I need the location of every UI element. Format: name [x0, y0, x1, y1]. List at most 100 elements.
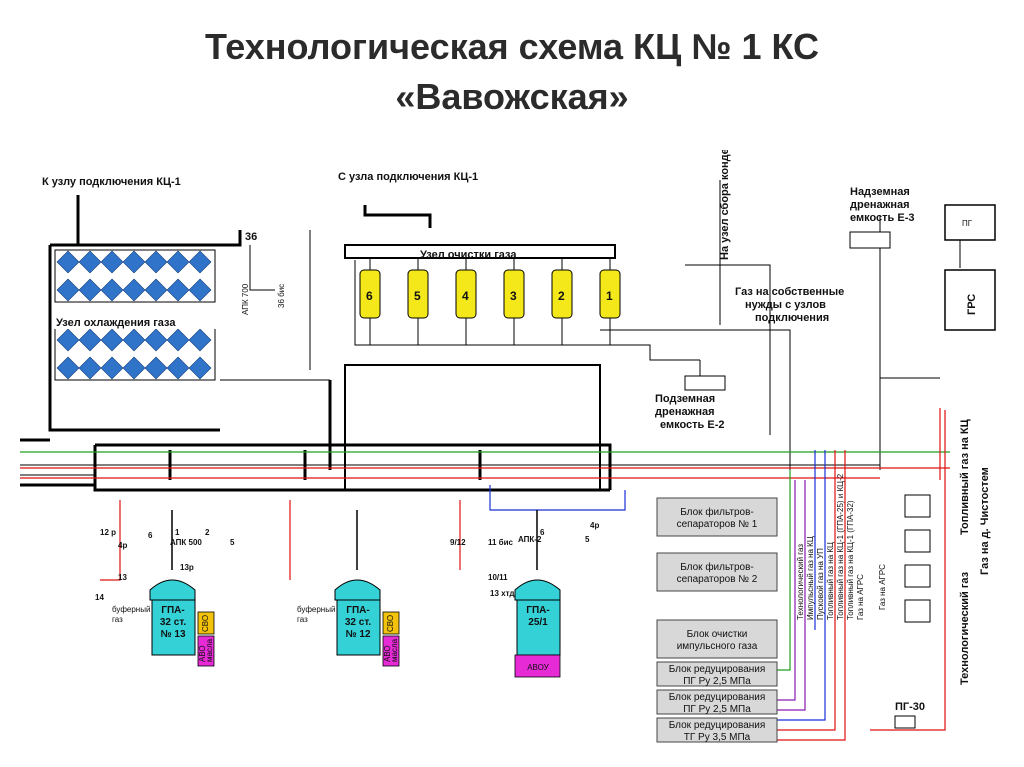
heat-exchanger-cell: [100, 328, 124, 352]
block-line-1: Блок редуцирования: [669, 720, 766, 731]
heater-1: [904, 494, 931, 518]
label-tech-gas: Технологический газ: [959, 571, 971, 685]
separator-number: 3: [510, 289, 517, 303]
label-v36bis: 36 бис: [277, 284, 286, 308]
cooling-label-bg: [52, 315, 217, 329]
avo-label: АВО: [383, 645, 392, 662]
main-pipes: [20, 195, 616, 492]
separator-number: 1: [606, 289, 613, 303]
label-e2-3: емкость Е-2: [660, 419, 725, 431]
valve-mark: 13р: [180, 563, 194, 572]
avo-label-2: масла: [205, 638, 214, 662]
valve-mark: 1: [175, 528, 180, 537]
grs-box: [944, 269, 996, 331]
valve-mark: 12 р: [100, 528, 116, 537]
heat-exchanger-cell: [56, 278, 80, 302]
heat-exchanger-cell: [166, 250, 190, 274]
tank-e2: [684, 375, 726, 391]
cooling-node-grid: [54, 249, 216, 381]
heat-exchanger-cell: [144, 278, 168, 302]
label-fuel-kc: Топливный газ на КЦ: [959, 419, 971, 535]
block-line-2: ТГ Ру 3,5 МПа: [684, 732, 751, 743]
heat-exchanger-cell: [56, 328, 80, 352]
label-e3-3: емкость Е-3: [850, 212, 915, 224]
heat-exchanger-cell: [188, 328, 212, 352]
heat-exchanger-cell: [188, 356, 212, 380]
label-cooling-node: Узел охлаждения газа: [56, 317, 176, 329]
pg-box: [944, 204, 996, 241]
label-own-2: нужды с узлов: [745, 299, 826, 311]
gpa-name-line: 25/1: [528, 617, 548, 628]
gpa-name-line: 32 ст.: [160, 617, 186, 628]
heat-exchanger-cell: [122, 250, 146, 274]
svo-label: СВО: [201, 615, 210, 632]
vertical-label: Газ на АГРС: [856, 574, 865, 620]
valve-mark: 5: [230, 538, 235, 547]
label-pg30: ПГ-30: [895, 701, 925, 713]
heat-exchanger-cell: [100, 356, 124, 380]
heat-exchanger-cell: [122, 278, 146, 302]
valve-mark: 11 бис: [488, 538, 514, 547]
heat-exchanger-cell: [100, 250, 124, 274]
block-line-2: ПГ Ру 2,5 МПа: [683, 704, 751, 715]
vertical-label: Технологический газ: [796, 544, 805, 620]
valve-mark: 13: [118, 573, 127, 582]
heat-exchanger-cell: [100, 278, 124, 302]
label-condensate: На узел сбора конденсата: [719, 150, 731, 260]
gpa-units: ГПА-32 ст.№ 13СВОАВОмаслабуферныйгазГПА-…: [95, 510, 599, 678]
heat-exchanger-cell: [56, 356, 80, 380]
vertical-label: Импульсный газ на КЦ: [806, 536, 815, 620]
title-line-1: Технологическая схема КЦ № 1 КС: [205, 26, 819, 67]
valve-mark: 13 хтд: [490, 589, 514, 598]
avo-label-2: масла: [390, 638, 399, 662]
valve-mark: 6: [540, 528, 545, 537]
label-e2-1: Подземная: [655, 393, 715, 405]
heat-exchanger-cell: [166, 356, 190, 380]
separator-number: 5: [414, 289, 421, 303]
block-line-2: сепараторов № 1: [677, 519, 758, 530]
heat-exchanger-cell: [78, 250, 102, 274]
heat-exchanger-cell: [122, 328, 146, 352]
heat-exchanger-cell: [78, 328, 102, 352]
heat-exchanger-cell: [144, 250, 168, 274]
vertical-label: Топливный газ на КЦ-1 (ГПА-25) и КЦ-2: [836, 473, 845, 620]
valve-mark: 10/11: [488, 573, 508, 582]
label-from-node: С узла подключения КЦ-1: [338, 171, 478, 183]
hx-frame-top: [54, 249, 216, 303]
heat-exchanger-cell: [122, 356, 146, 380]
avo-label: АВО: [198, 645, 207, 662]
vertical-label: Пусковой газ на УП: [816, 548, 825, 620]
valve-mark: 2: [205, 528, 210, 537]
valve-mark: АПК-2: [518, 535, 542, 544]
block-line-2: сепараторов № 2: [677, 574, 758, 585]
heat-exchanger-cell: [188, 278, 212, 302]
label-chistostem: Газ на д. Чистостем: [979, 467, 991, 575]
valve-mark: 4р: [118, 541, 127, 550]
block-1: Блок фильтров-сепараторов № 1: [656, 497, 778, 537]
avou-label: АВОУ: [527, 663, 549, 672]
colored-lines: [20, 408, 950, 741]
buffer-gas-2: газ: [112, 615, 123, 624]
label-apk700: АПК 700: [241, 283, 250, 315]
label-own-3: подключения: [755, 312, 829, 324]
heat-exchanger-cell: [56, 250, 80, 274]
separator-number: 6: [366, 289, 373, 303]
buffer-gas-1: буферный: [297, 605, 335, 614]
heat-exchanger-cell: [78, 356, 102, 380]
gpa-name-line: ГПА-: [161, 605, 184, 616]
block-line-2: ПГ Ру 2,5 МПа: [683, 676, 751, 687]
pg30-box: [894, 715, 916, 729]
heat-exchanger-cell: [144, 328, 168, 352]
heat-exchanger-cell: [78, 278, 102, 302]
buffer-gas-2: газ: [297, 615, 308, 624]
block-line-1: Блок фильтров-: [680, 506, 754, 518]
block-line-1: Блок редуцирования: [669, 692, 766, 703]
valve-mark: АПК 500: [170, 538, 202, 547]
vertical-label: Топливный газ на КЦ: [826, 542, 835, 620]
separator-number: 4: [462, 289, 469, 303]
